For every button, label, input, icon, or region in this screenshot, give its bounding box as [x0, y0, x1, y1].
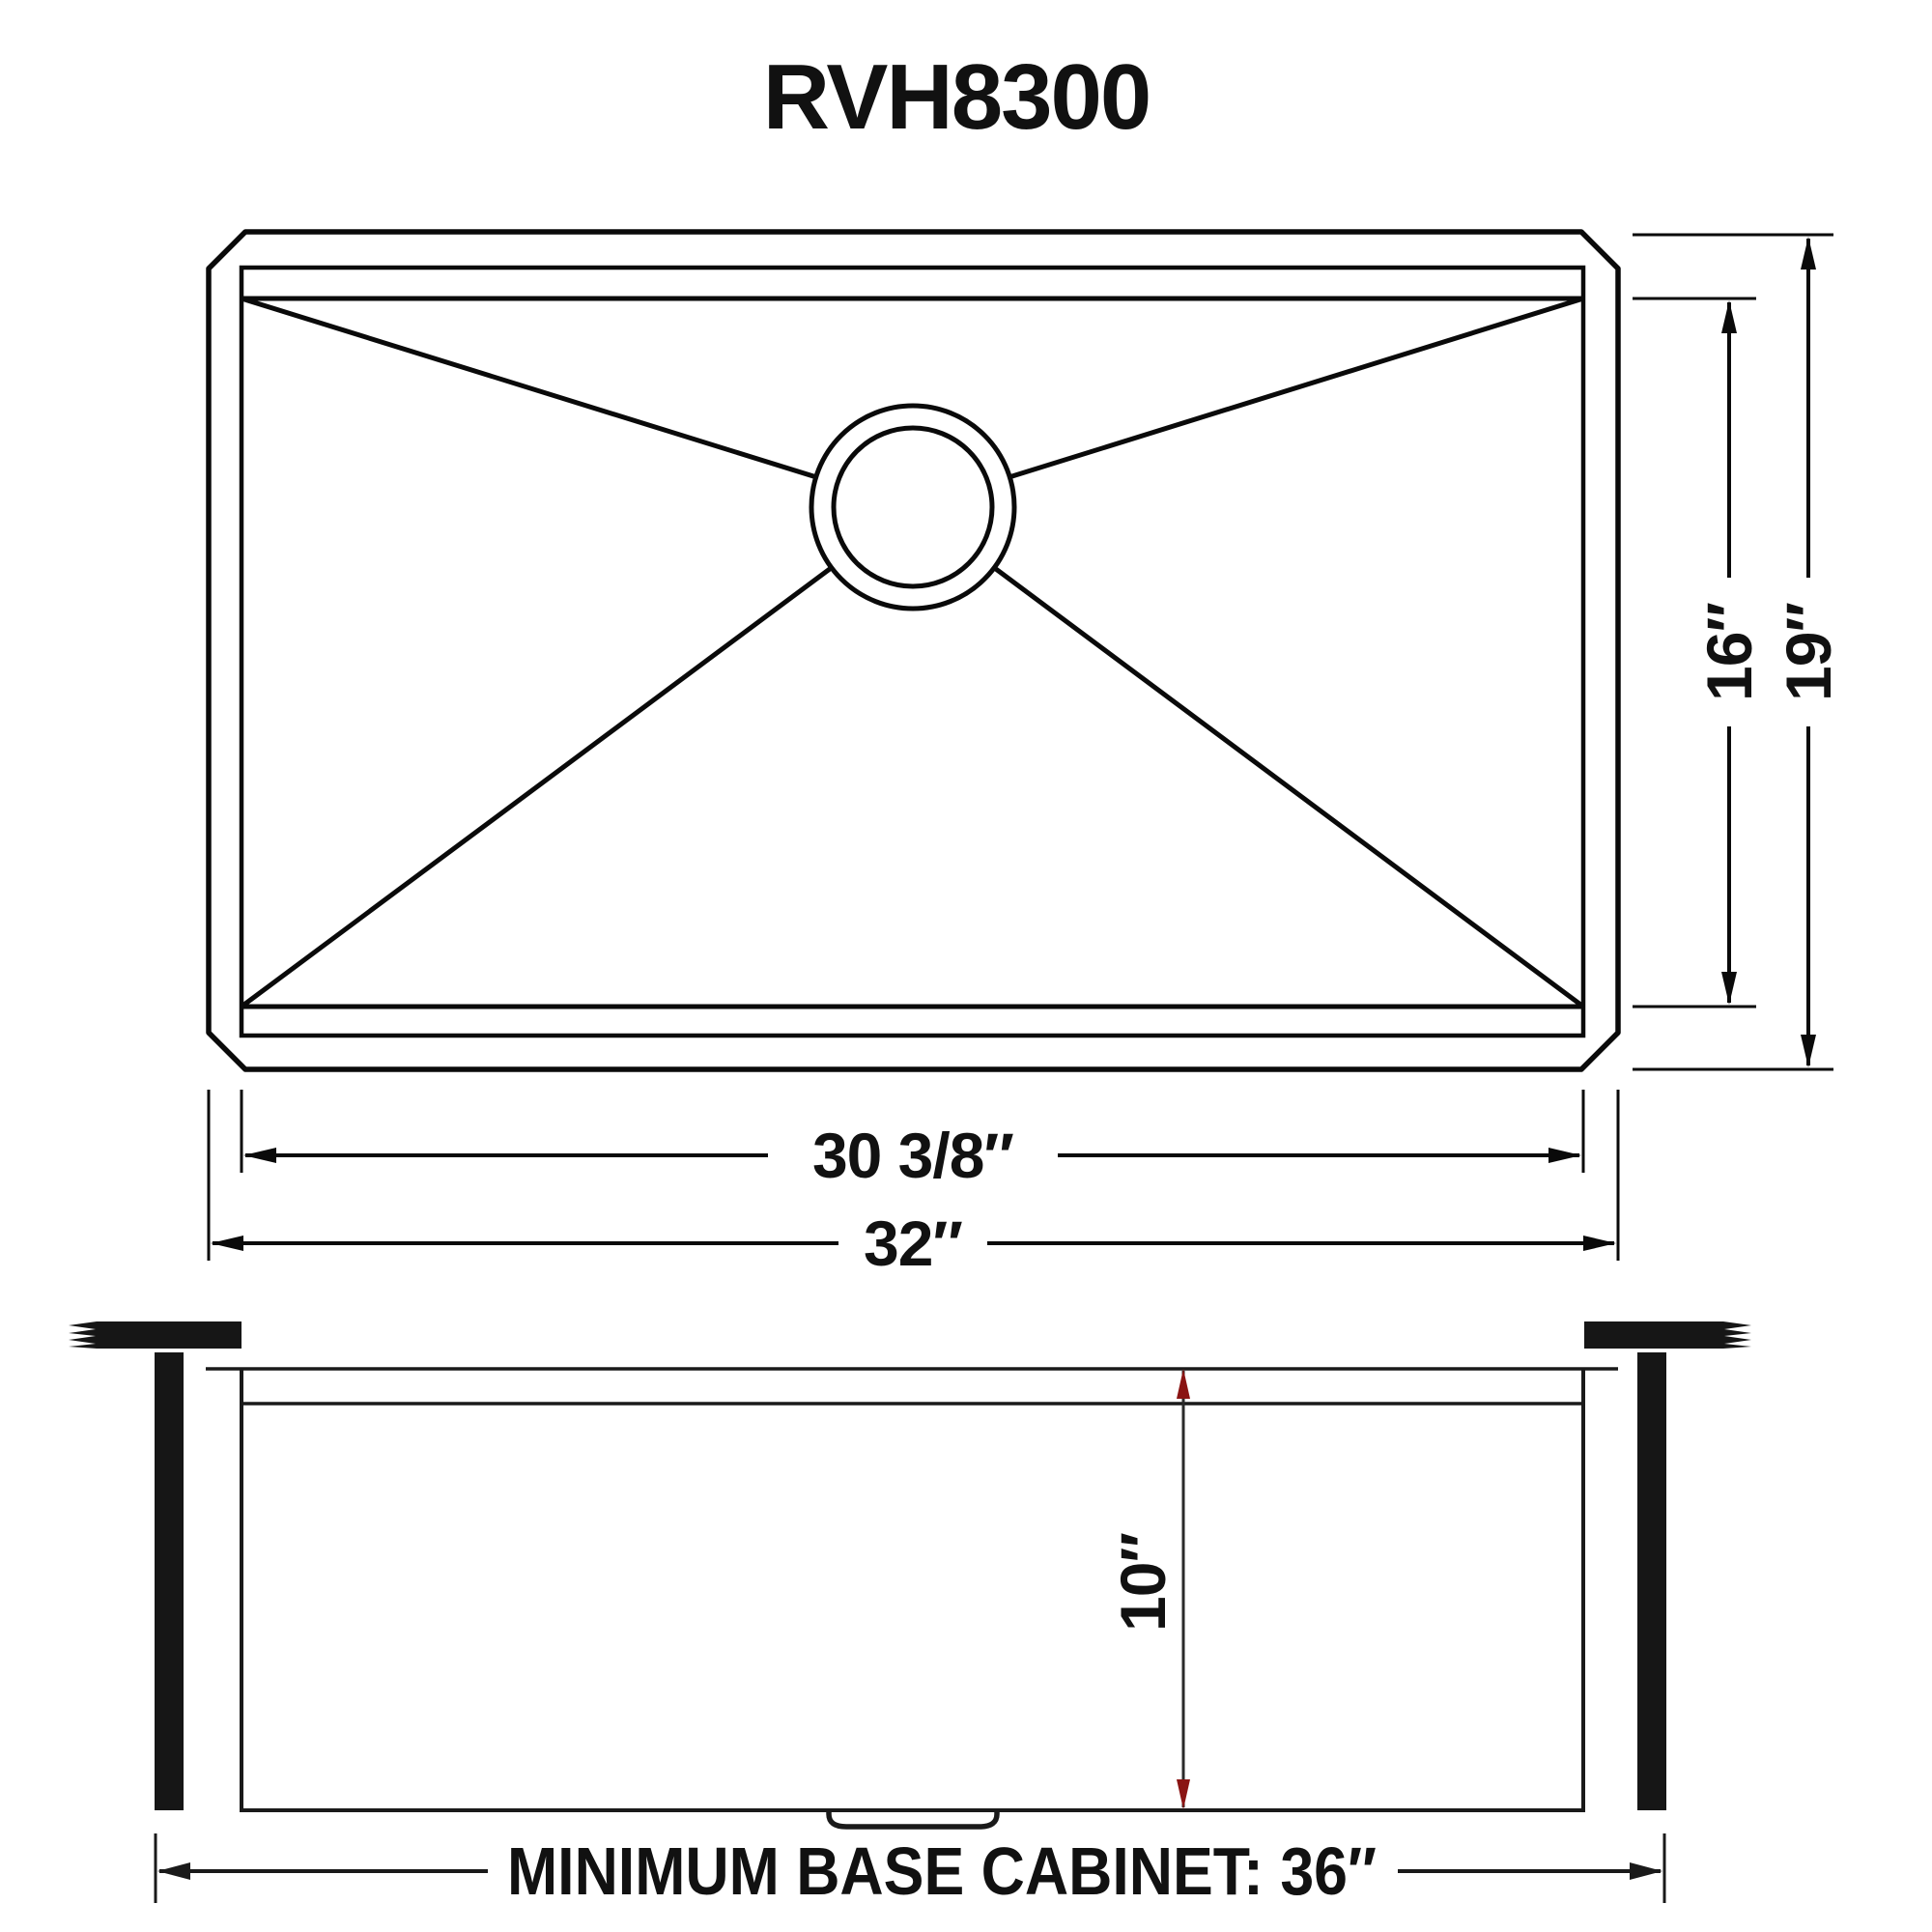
arrowhead-36-right [1630, 1862, 1662, 1880]
crease-top-left [241, 296, 914, 510]
arrowhead-19-down [1801, 1035, 1816, 1067]
sink-inner-bowl [239, 265, 1586, 1038]
crease-bottom-right [911, 504, 1585, 1009]
dimension-min-base-cabinet: MINIMUM BASE CABINET: 36″ [154, 1833, 1666, 1909]
dimension-overall-depth-19: 19″ [1633, 233, 1844, 1071]
arrowhead-16-up [1721, 300, 1737, 333]
label-bowl-width: 30 3/8″ [812, 1120, 1013, 1191]
arrowhead-19-up [1801, 237, 1816, 270]
dimension-bowl-height-10: 10″ [1107, 1369, 1190, 1809]
arrowhead-32-left [211, 1236, 243, 1251]
arrowhead-32-right [1583, 1236, 1616, 1251]
dimension-bowl-depth-16: 16″ [1633, 297, 1765, 1009]
cabinet-wall-left [155, 1352, 184, 1810]
crease-bottom-left [240, 504, 915, 1009]
label-overall-width: 32″ [864, 1208, 962, 1279]
side-view: 10″ MINIMUM BASE CABINET: 36″ [69, 1321, 1751, 1909]
label-bowl-height: 10″ [1107, 1533, 1179, 1632]
top-view [206, 229, 1621, 1072]
drain-boss [826, 1810, 1000, 1830]
label-overall-depth-19: 19″ [1773, 603, 1844, 701]
countertop-left-bar [69, 1321, 242, 1349]
countertop-right-bar [1584, 1321, 1751, 1349]
arrowhead-3038-left [243, 1148, 276, 1163]
bowl-crease-lines [240, 296, 1585, 1009]
arrowhead-10-down [1177, 1779, 1190, 1809]
label-min-base-cabinet: MINIMUM BASE CABINET: 36″ [507, 1833, 1377, 1909]
sink-outer-rim [206, 229, 1621, 1072]
crease-top-right [912, 296, 1584, 510]
dimension-overall-width-32: 32″ [207, 1090, 1620, 1279]
arrowhead-16-down [1721, 972, 1737, 1005]
drain-inner-circle [831, 425, 995, 589]
arrowhead-3038-right [1548, 1148, 1581, 1163]
dimension-bowl-width-30-3-8: 30 3/8″ [240, 1090, 1585, 1191]
label-bowl-depth-16: 16″ [1693, 603, 1765, 701]
model-title: RVH8300 [763, 45, 1151, 149]
cabinet-wall-right [1637, 1352, 1666, 1810]
arrowhead-10-up [1177, 1369, 1190, 1399]
arrowhead-36-left [157, 1862, 190, 1880]
